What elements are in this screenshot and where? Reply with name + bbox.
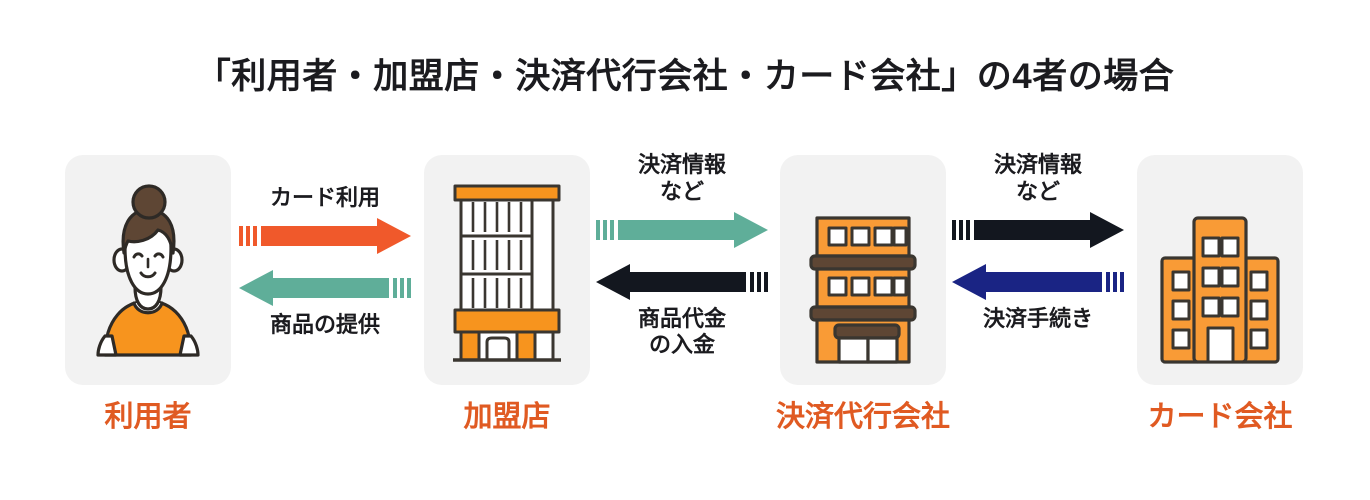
shop-building-icon	[453, 184, 561, 362]
entity-label-merchant: 加盟店	[463, 401, 551, 433]
entity-card	[65, 155, 231, 385]
arrow-left-product-payment	[596, 263, 768, 300]
office-shop-building-icon	[809, 216, 917, 364]
flow-label-payment-procedure: 決済手続き	[982, 305, 1093, 331]
flow-label-product-supply: 商品の提供	[269, 311, 380, 337]
flow-label-card-usage: カード利用	[269, 185, 380, 210]
entity-consumer: 利用者	[65, 155, 231, 433]
flow-merchant-agency: 決済情報 など 商品代金 の入金	[592, 152, 772, 359]
arrow-left-payment-procedure	[952, 263, 1124, 300]
arrow-right-payment-info-2	[952, 211, 1124, 248]
entity-card	[780, 155, 946, 385]
arrow-right-payment-info-1	[596, 211, 768, 248]
arrow-right-card-usage	[239, 217, 411, 254]
page-title: 「利用者・加盟店・決済代行会社・カード会社」の4者の場合	[195, 57, 1175, 96]
flow-label-payment-info-1: 決済情報 など	[637, 152, 726, 204]
entity-label-card-company: カード会社	[1147, 401, 1293, 433]
office-tower-building-icon	[1160, 216, 1280, 364]
entity-card-company: カード会社	[1137, 155, 1303, 433]
entity-merchant: 加盟店	[424, 155, 590, 433]
flow-consumer-merchant: カード利用 商品の提供	[235, 185, 415, 339]
entity-label-consumer: 利用者	[104, 401, 192, 433]
flow-label-product-payment: 商品代金 の入金	[637, 305, 726, 358]
arrow-left-product-supply	[239, 269, 411, 306]
entity-card	[1137, 155, 1303, 385]
flow-agency-card-company: 決済情報 など 決済手続き	[948, 152, 1128, 332]
entity-label-payment-agency: 決済代行会社	[775, 401, 950, 433]
person-woman-icon	[96, 184, 200, 357]
entity-payment-agency: 決済代行会社	[776, 155, 950, 433]
entity-card	[424, 155, 590, 385]
flow-label-payment-info-2: 決済情報 など	[993, 152, 1082, 204]
